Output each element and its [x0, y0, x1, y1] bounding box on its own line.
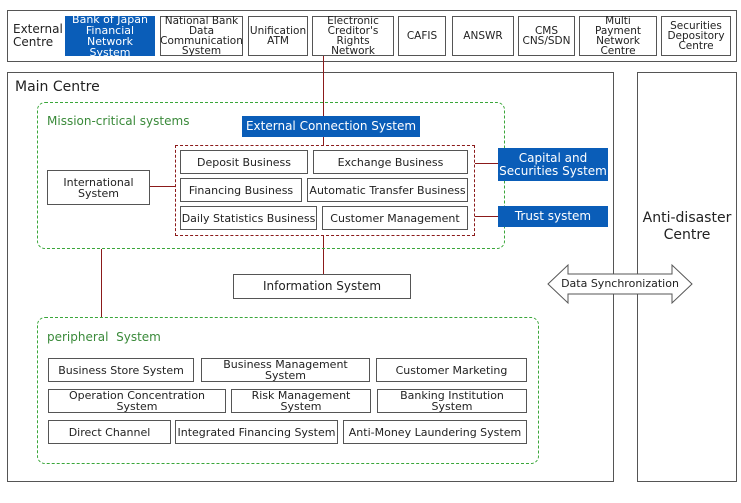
- connector-core-to-capital: [475, 163, 498, 164]
- exchange-business: Exchange Business: [313, 150, 468, 174]
- ext-national-bank-data: National Bank Data Communication System: [160, 15, 243, 57]
- operation-concentration-system: Operation Concentration System: [48, 389, 226, 413]
- ext-cafis: CAFIS: [398, 16, 446, 56]
- integrated-financing-system: Integrated Financing System: [175, 420, 338, 444]
- peripheral-label: peripheral System: [47, 330, 161, 344]
- external-connection-system: External Connection System: [242, 116, 420, 137]
- international-system: International System: [47, 170, 150, 205]
- core-banking-group: [175, 145, 475, 236]
- customer-management: Customer Management: [322, 206, 468, 230]
- external-centre-frame: [7, 10, 737, 62]
- risk-management-system: Risk Management System: [231, 389, 371, 413]
- business-store-system: Business Store System: [48, 358, 194, 382]
- ext-electronic-creditors: Electronic Creditor's Rights Network: [312, 16, 394, 56]
- information-system: Information System: [233, 274, 411, 299]
- direct-channel: Direct Channel: [48, 420, 171, 444]
- business-management-system: Business Management System: [201, 358, 370, 382]
- financing-business: Financing Business: [180, 178, 302, 202]
- connector-external-to-ecs: [323, 56, 324, 116]
- data-sync-label: Data Synchronization: [561, 277, 679, 290]
- ext-unification-atm: Unification ATM: [248, 16, 308, 56]
- customer-marketing: Customer Marketing: [376, 358, 527, 382]
- ext-cms: CMS CNS/SDN: [518, 16, 575, 56]
- ext-multi-payment: Multi Payment Network Centre: [579, 16, 657, 56]
- ext-answr: ANSWR: [452, 16, 514, 56]
- anti-disaster-label: Anti-disaster Centre: [642, 210, 732, 243]
- anti-money-laundering-system: Anti-Money Laundering System: [343, 420, 527, 444]
- ext-securities-depository: Securities Depository Centre: [661, 16, 731, 56]
- connector-core-to-trust: [475, 216, 498, 217]
- automatic-transfer-business: Automatic Transfer Business: [307, 178, 468, 202]
- connector-core-to-information: [323, 236, 324, 274]
- peripheral-region: [37, 317, 539, 464]
- external-centre-label: External Centre: [13, 22, 63, 49]
- mission-critical-label: Mission-critical systems: [47, 114, 190, 128]
- deposit-business: Deposit Business: [180, 150, 308, 174]
- banking-institution-system: Banking Institution System: [377, 389, 527, 413]
- connector-mission-to-peripheral: [101, 249, 102, 317]
- main-centre-label: Main Centre: [15, 79, 100, 95]
- daily-statistics-business: Daily Statistics Business: [180, 206, 317, 230]
- connector-international-to-core: [150, 186, 175, 187]
- capital-securities-system: Capital and Securities System: [498, 148, 608, 181]
- ext-boj-network: Bank of Japan Financial Network System: [65, 14, 155, 58]
- connector-ecs-to-core: [323, 137, 324, 145]
- trust-system: Trust system: [498, 206, 608, 227]
